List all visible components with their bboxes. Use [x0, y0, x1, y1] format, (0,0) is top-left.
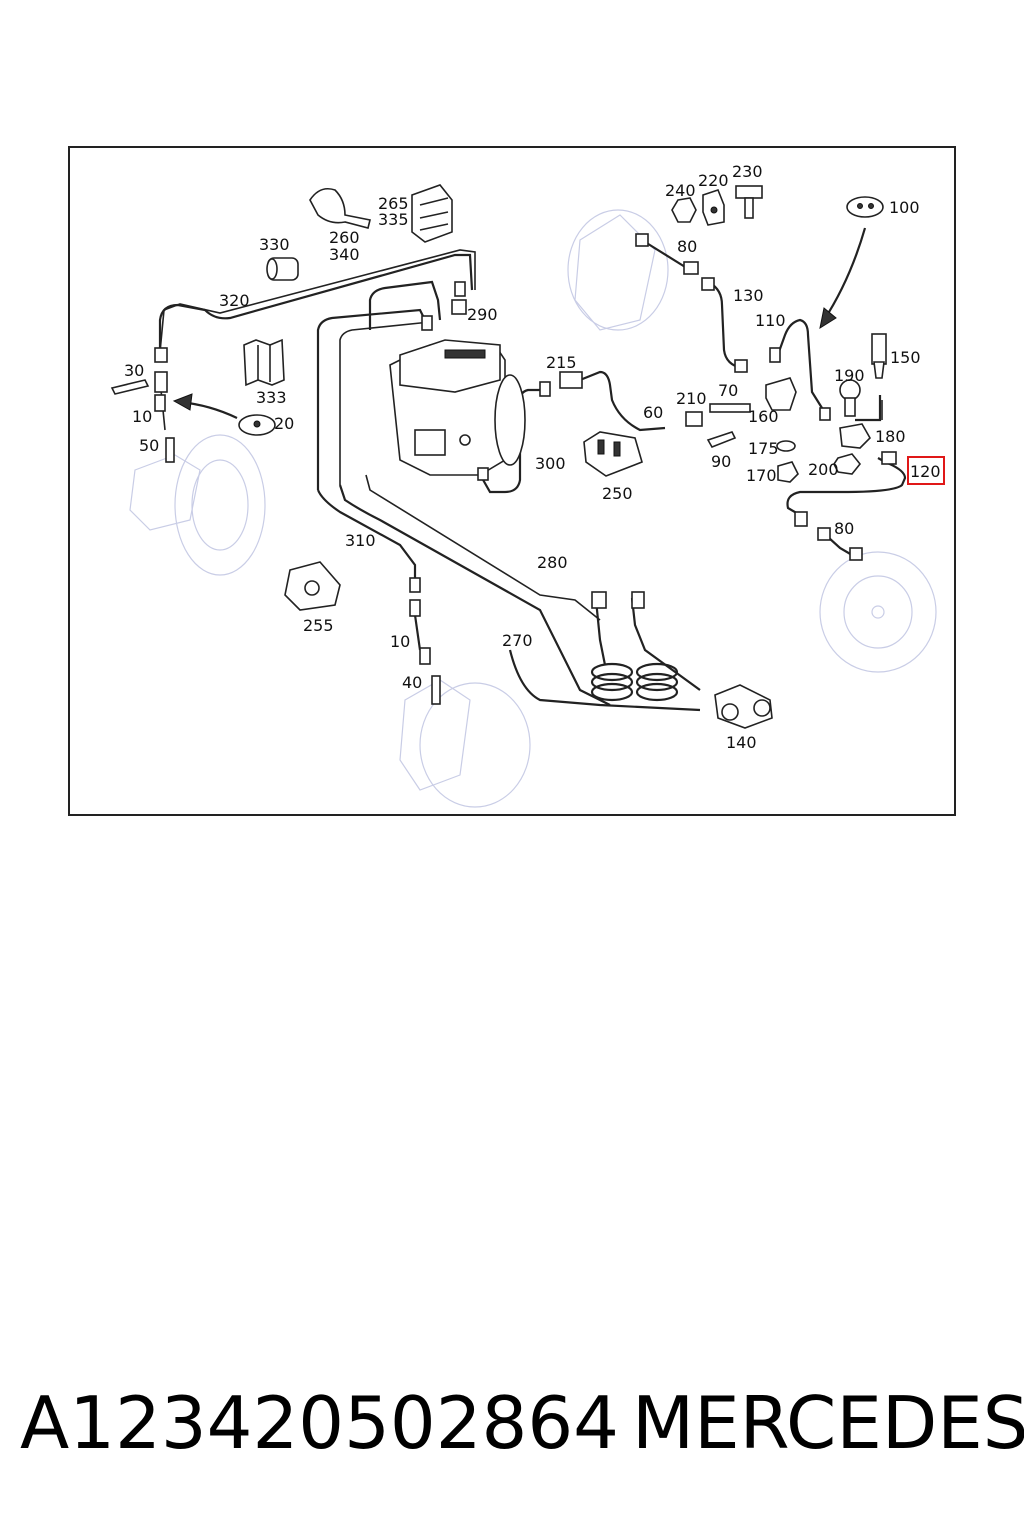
label-100: 100 — [889, 198, 920, 217]
label-170: 170 — [746, 466, 777, 485]
label-90: 90 — [711, 452, 731, 471]
label-333: 333 — [256, 388, 287, 407]
small-parts — [110, 184, 897, 729]
part-number: A123420502864 — [20, 1381, 619, 1465]
highlight-box-120 — [907, 456, 945, 485]
ghost-components — [129, 209, 937, 808]
label-300: 300 — [535, 454, 566, 473]
label-190: 190 — [834, 366, 865, 385]
label-120-highlighted: 120 — [910, 462, 941, 481]
label-290: 290 — [467, 305, 498, 324]
label-180: 180 — [875, 427, 906, 446]
diagram-frame — [68, 146, 956, 816]
label-20: 20 — [274, 414, 294, 433]
label-270: 270 — [502, 631, 533, 650]
label-30: 30 — [124, 361, 144, 380]
label-330: 330 — [259, 235, 290, 254]
label-220: 220 — [698, 171, 729, 190]
label-280: 280 — [537, 553, 568, 572]
abs-hydraulic-unit — [389, 339, 526, 476]
label-215: 215 — [546, 353, 577, 372]
label-10-front-left: 10 — [132, 407, 152, 426]
label-335: 335 — [378, 210, 409, 229]
label-230: 230 — [732, 162, 763, 181]
label-70: 70 — [718, 381, 738, 400]
label-250: 250 — [602, 484, 633, 503]
label-160: 160 — [748, 407, 779, 426]
brake-line-exploded-diagram: 10 10 20 30 40 50 60 70 80 80 90 100 110… — [110, 162, 945, 808]
label-110: 110 — [755, 311, 786, 330]
label-255: 255 — [303, 616, 334, 635]
label-10-rear: 10 — [390, 632, 410, 651]
label-80-front: 80 — [677, 237, 697, 256]
label-40: 40 — [402, 673, 422, 692]
reference-labels: 10 10 20 30 40 50 60 70 80 80 90 100 110… — [124, 162, 945, 752]
label-150: 150 — [890, 348, 921, 367]
label-260: 260 — [329, 228, 360, 247]
label-200: 200 — [808, 460, 839, 479]
label-265: 265 — [378, 194, 409, 213]
label-140: 140 — [726, 733, 757, 752]
label-130: 130 — [733, 286, 764, 305]
label-175: 175 — [748, 439, 779, 458]
pipe-coils — [590, 662, 679, 702]
label-320: 320 — [219, 291, 250, 310]
label-80-rear: 80 — [834, 519, 854, 538]
label-340: 340 — [329, 245, 360, 264]
brand-name: MERCEDES — [632, 1381, 1024, 1465]
footer: A123420502864 MERCEDES — [20, 1378, 1024, 1468]
arrows — [172, 227, 883, 420]
label-210: 210 — [676, 389, 707, 408]
label-60: 60 — [643, 403, 663, 422]
label-240: 240 — [665, 181, 696, 200]
label-50: 50 — [139, 436, 159, 455]
label-310: 310 — [345, 531, 376, 550]
